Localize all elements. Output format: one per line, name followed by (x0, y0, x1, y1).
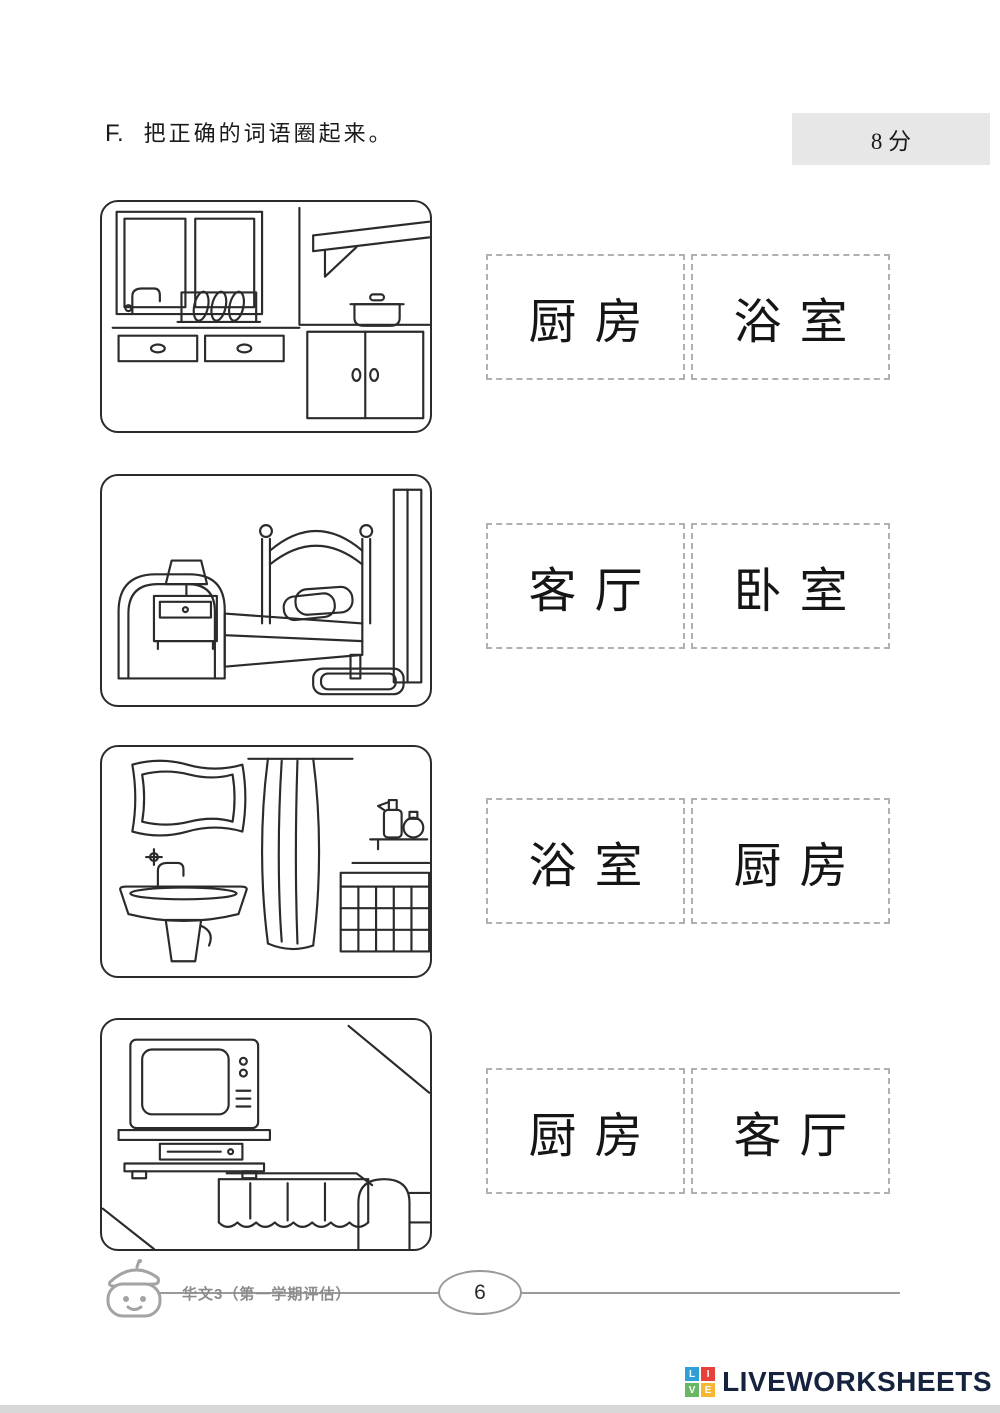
question-1-options: 厨房 浴室 (486, 254, 890, 380)
bathroom-scene-illustration (119, 757, 430, 963)
liveworksheets-logo[interactable]: L I V E LIVEWORKSHEETS (685, 1366, 992, 1398)
logo-tile-i: I (701, 1367, 716, 1381)
question-1-image-card (100, 200, 432, 433)
question-3-options: 浴室 厨房 (486, 798, 890, 924)
question-3-option-right[interactable]: 厨房 (691, 798, 890, 924)
logo-tile-l: L (685, 1367, 700, 1381)
section-header: F. 把正确的词语圈起来。 (105, 116, 394, 148)
section-letter: F. (105, 120, 124, 147)
liveworksheets-logo-icon: L I V E (685, 1367, 716, 1397)
points-badge: 8 分 (792, 113, 990, 165)
section-title: 把正确的词语圈起来。 (143, 121, 394, 146)
kitchen-scene-illustration (111, 206, 430, 420)
mascot-icon (106, 1259, 162, 1318)
question-3-option-left[interactable]: 浴室 (486, 798, 685, 924)
question-4-image-card (100, 1018, 432, 1251)
page-number: 6 (438, 1270, 522, 1315)
question-4-options: 厨房 客厅 (486, 1068, 890, 1194)
logo-tile-e: E (701, 1383, 716, 1397)
question-1-option-right[interactable]: 浴室 (691, 254, 890, 380)
question-2-image-card (100, 474, 432, 707)
question-1-option-left[interactable]: 厨房 (486, 254, 685, 380)
living-room-scene-illustration (102, 1024, 430, 1249)
question-4-option-right[interactable]: 客厅 (691, 1068, 890, 1194)
question-2-option-right[interactable]: 卧室 (691, 523, 890, 649)
question-3-image-card (100, 745, 432, 978)
page-bottom-strip (0, 1405, 1000, 1413)
book-label: 华文3（第一学期评估） (182, 1286, 352, 1303)
question-4-option-left[interactable]: 厨房 (486, 1068, 685, 1194)
liveworksheets-wordmark: LIVEWORKSHEETS (722, 1366, 992, 1397)
question-2-options: 客厅 卧室 (486, 523, 890, 649)
question-2-option-left[interactable]: 客厅 (486, 523, 685, 649)
bedroom-scene-illustration (117, 488, 423, 696)
logo-tile-v: V (685, 1383, 700, 1397)
